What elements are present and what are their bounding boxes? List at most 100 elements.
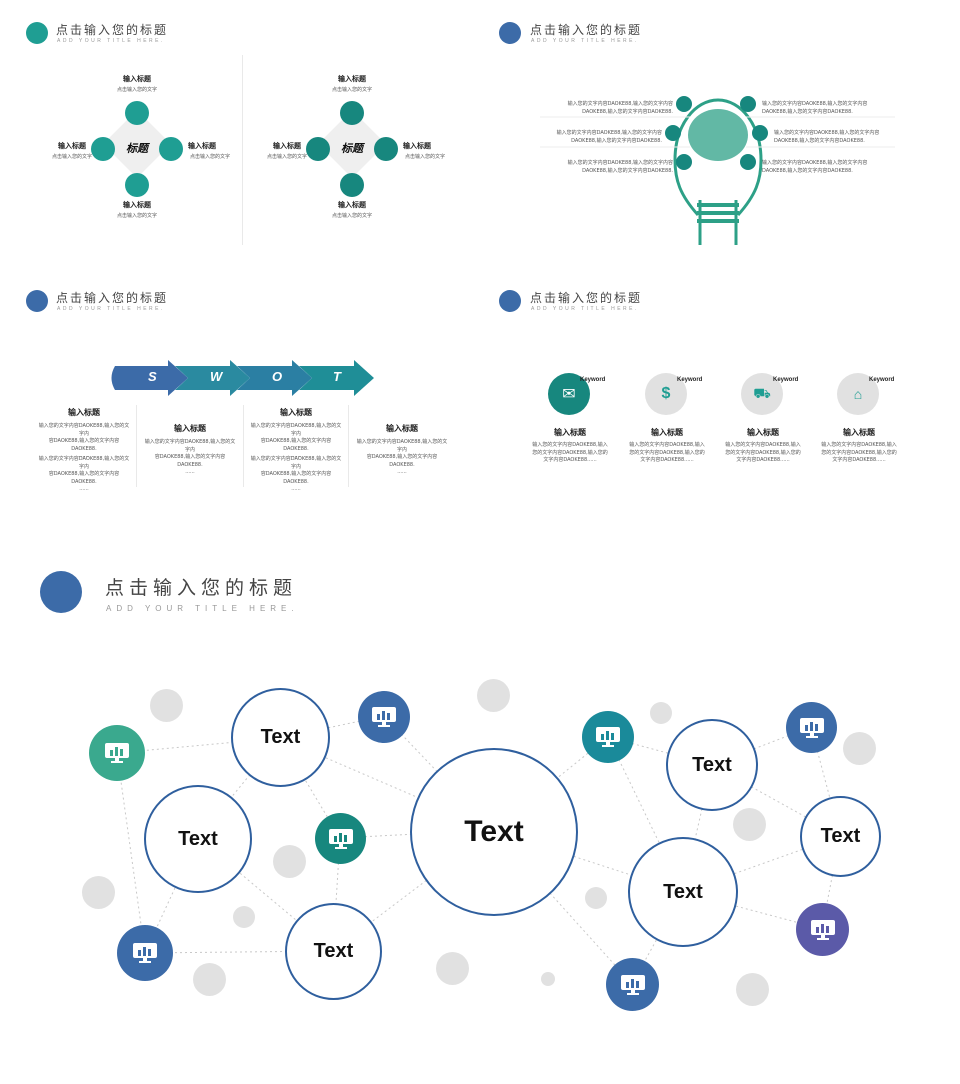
- swot-letter: S: [148, 369, 157, 384]
- item-text: 点击输入您的文字: [331, 213, 372, 219]
- node-label: Text: [313, 940, 354, 962]
- text-block: 输入您的文字内容DAOKE88,输入您的文字内容DAOKE88,输入您的文字内容…: [250, 456, 342, 494]
- decor-dot: [733, 808, 766, 841]
- swot-letter: T: [333, 369, 341, 384]
- header-dot-icon: [26, 22, 48, 44]
- person-icon: [306, 137, 330, 161]
- monitor-chart-icon: [582, 711, 634, 763]
- item-title: 输入标题: [338, 75, 366, 83]
- monitor-chart-icon: [606, 958, 659, 1011]
- decor-dot: [736, 973, 769, 1006]
- slide-subtitle: ADD YOUR TITLE HERE.: [57, 38, 165, 44]
- text-node: Text: [800, 796, 881, 877]
- swot-letter: O: [272, 369, 283, 384]
- text-line: 您的文字内容DAOKE88,输入您的: [532, 449, 608, 456]
- header-dot-icon: [40, 571, 82, 613]
- text-line: 输入您的文字内容DAOKE88,输入您的文字内容: [762, 160, 868, 166]
- text-line: 文字内容DAOKE88......: [640, 457, 694, 463]
- text-block: 输入您的文字内容DAOKE88,输入您的文字内容DAOKE88,输入您的文字内容…: [38, 456, 130, 494]
- item-title: 输入标题: [68, 408, 100, 417]
- text-line: 容DAOKE88,输入您的文字内容DAOKE88.: [154, 454, 226, 468]
- text-line: 您的文字内容DAOKE88,输入您的: [725, 449, 801, 456]
- header-dot-icon: [499, 290, 521, 312]
- item-title: 输入标题: [747, 428, 779, 437]
- people-icon: [676, 96, 692, 112]
- item-title: 输入标题: [123, 201, 151, 209]
- text-line: DAOKE88,输入您的文字内容DAOKE88.: [571, 137, 662, 144]
- text-line: DAOKE88,输入您的文字内容DAOKE88.: [774, 137, 865, 144]
- lightbulb-brain-icon: [540, 98, 895, 245]
- center-text-node: Text: [410, 748, 578, 916]
- text-line: 容DAOKE88,输入您的文字内容DAOKE88.: [260, 438, 332, 452]
- text-line: 输入您的文字内容DAOKE88,输入您的文字内: [250, 456, 342, 470]
- text-line: DAOKE88,输入您的文字内容DAOKE88.: [582, 167, 673, 174]
- text-block: 输入您的文字内容DAOKE88,输入您的文字内容DAOKE88,输入您的文字内容…: [528, 442, 612, 465]
- slide-title: 点击输入您的标题: [56, 23, 169, 37]
- item-title: 输入标题: [188, 142, 216, 150]
- text-line: 您的文字内容DAOKE88,输入您的: [629, 449, 705, 456]
- header-dot-icon: [26, 290, 48, 312]
- person-icon: [340, 173, 364, 197]
- text-line: ......: [79, 453, 89, 459]
- node-label: Text: [663, 880, 703, 903]
- divider: [242, 55, 243, 245]
- item-title: 输入标题: [403, 142, 431, 150]
- item-text: 点击输入您的文字: [116, 213, 157, 219]
- monitor-chart-icon: [796, 903, 849, 956]
- node-label: Text: [178, 827, 218, 850]
- people-icon: [665, 125, 681, 141]
- text-node: Text: [144, 785, 252, 893]
- people-icon: [752, 125, 768, 141]
- person-icon: [340, 101, 364, 125]
- text-line: DAOKE88,输入您的文字内容DAOKE88.: [762, 108, 853, 115]
- text-line: ......: [291, 453, 301, 459]
- text-line: 文字内容DAOKE88......: [832, 457, 886, 463]
- text-line: 输入您的文字内容DAOKE88,输入您的文字内: [38, 423, 130, 437]
- keyword-label: Keyword: [773, 377, 799, 383]
- user-icon: [91, 137, 115, 161]
- text-line: ......: [291, 486, 301, 492]
- text-block: 输入您的文字内容DAOKE88,输入您的文字内容DAOKE88,输入您的文字内容…: [250, 423, 342, 461]
- decor-dot: [541, 972, 555, 986]
- text-line: 输入您的文字内容DAOKE88,输入您的文字内: [38, 456, 130, 470]
- item-title: 输入标题: [273, 142, 301, 150]
- monitor-chart-icon: [786, 702, 837, 753]
- slide-title: 点击输入您的标题: [105, 577, 298, 599]
- text-line: 输入您的文字内容DAOKE88,输入您的文字内容: [774, 130, 880, 136]
- decor-dot: [273, 845, 306, 878]
- decor-dot: [585, 887, 607, 909]
- node-label: Text: [260, 726, 301, 748]
- text-line: 输入您的文字内容DAOKE88,输入您的文字内容: [556, 130, 662, 136]
- slide-title: 点击输入您的标题: [530, 291, 643, 305]
- text-line: ......: [185, 469, 195, 475]
- text-line: 文字内容DAOKE88......: [736, 457, 790, 463]
- swot-letter: W: [210, 369, 223, 384]
- item-text: 点击输入您的文字: [51, 154, 92, 160]
- text-line: 容DAOKE88,输入您的文字内容DAOKE88.: [48, 471, 120, 485]
- text-block: 输入您的文字内容DAOKE88,输入您的文字内容DAOKE88,输入您的文字内容…: [625, 442, 709, 465]
- decor-dot: [436, 952, 469, 985]
- text-line: DAOKE88,输入您的文字内容DAOKE88.: [762, 167, 853, 174]
- mail-icon: ✉: [548, 373, 590, 415]
- slide-subtitle: ADD YOUR TITLE HERE.: [57, 306, 165, 312]
- monitor-chart-icon: [117, 925, 173, 981]
- item-title: 输入标题: [554, 428, 586, 437]
- text-node: Text: [628, 837, 738, 947]
- slide-subtitle: ADD YOUR TITLE HERE.: [106, 604, 299, 613]
- tag-icon: ⌂: [837, 373, 879, 415]
- keyword-label: Keyword: [869, 377, 895, 383]
- text-line: 输入您的文字内容DAOKE88,输入您的文字内容: [567, 160, 673, 166]
- text-line: 输入您的文字内容DAOKE88,输入: [725, 442, 801, 448]
- decor-dot: [843, 732, 876, 765]
- decor-dot: [233, 906, 255, 928]
- text-line: 容DAOKE88,输入您的文字内容DAOKE88.: [260, 471, 332, 485]
- text-block: 输入您的文字内容DAOKE88,输入您的文字内容DAOKE88,输入您的文字内容…: [817, 442, 901, 465]
- text-line: 输入您的文字内容DAOKE88,输入您的文字内: [356, 439, 448, 453]
- item-title: 输入标题: [174, 424, 206, 433]
- item-title: 输入标题: [843, 428, 875, 437]
- header-dot-icon: [499, 22, 521, 44]
- slide-title: 点击输入您的标题: [56, 291, 169, 305]
